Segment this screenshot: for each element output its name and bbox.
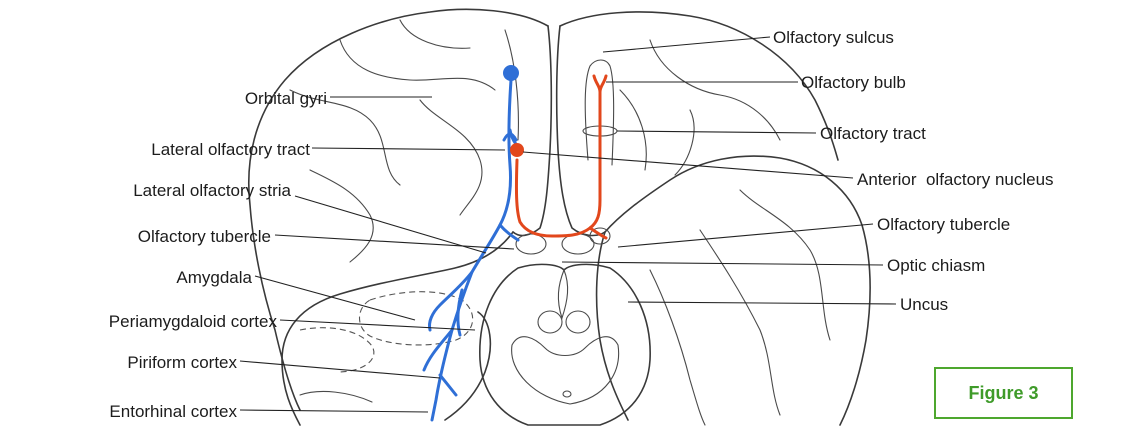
label-olfactory-tract: Olfactory tract <box>820 124 926 143</box>
label-olfactory-sulcus: Olfactory sulcus <box>773 28 894 47</box>
label-optic-chiasm: Optic chiasm <box>887 256 985 275</box>
uncus-outline <box>597 232 628 420</box>
leader-lateral-olfactory-stria <box>295 196 486 253</box>
label-olfactory-tubercle-right: Olfactory tubercle <box>877 215 1010 234</box>
sulcus-line <box>650 40 780 140</box>
sulcus-line <box>300 391 372 402</box>
piriform-dashed-outline <box>300 328 374 372</box>
label-olfactory-bulb: Olfactory bulb <box>801 73 906 92</box>
label-olfactory-tubercle-left: Olfactory tubercle <box>138 227 271 246</box>
sulcus-line <box>650 270 705 425</box>
leader-olfactory-tubercle-right <box>618 224 873 247</box>
cerebral-aqueduct <box>563 391 571 397</box>
red-bulb-fork <box>594 76 606 92</box>
label-amygdala: Amygdala <box>176 268 252 287</box>
red-anterior-nucleus-dot <box>510 143 524 157</box>
sulcus-line <box>400 20 470 48</box>
gyri-details <box>290 20 830 425</box>
sulcus-line <box>700 230 780 415</box>
label-periamygdaloid-cortex: Periamygdaloid cortex <box>109 312 278 331</box>
blue-branch-periamygdaloid <box>458 290 462 335</box>
right-labels: Olfactory sulcus Olfactory bulb Olfactor… <box>773 28 1054 314</box>
leader-olfactory-tract <box>617 131 816 133</box>
label-piriform-cortex: Piriform cortex <box>127 353 237 372</box>
leader-amygdala <box>255 276 415 320</box>
label-entorhinal-cortex: Entorhinal cortex <box>109 402 237 421</box>
midbrain-cleft <box>558 270 567 318</box>
label-lateral-olfactory-tract: Lateral olfactory tract <box>151 140 310 159</box>
brainstem-outline <box>480 264 650 425</box>
label-anterior-olfactory-nucleus: Anterior olfactory nucleus <box>857 170 1054 189</box>
left-tubercle-oval <box>516 234 546 254</box>
leader-olfactory-sulcus <box>603 37 770 52</box>
figure-label-box: Figure 3 <box>934 367 1073 419</box>
leader-uncus <box>628 302 896 304</box>
label-lateral-olfactory-stria: Lateral olfactory stria <box>133 181 291 200</box>
label-uncus: Uncus <box>900 295 948 314</box>
leader-entorhinal-cortex <box>240 410 428 412</box>
figure-label: Figure 3 <box>968 383 1038 404</box>
sulcus-line <box>620 90 646 170</box>
sulcus-line <box>420 100 482 215</box>
label-orbital-gyri: Orbital gyri <box>245 89 327 108</box>
right-cerebral-peduncle <box>566 311 590 333</box>
left-hemisphere-outline <box>249 9 548 410</box>
blue-olfactory-tract-line <box>432 80 511 420</box>
blue-branch-entorhinal <box>440 375 456 395</box>
leader-olfactory-tubercle-left <box>275 235 514 249</box>
leader-periamygdaloid-cortex <box>280 320 475 330</box>
right-frontal-lobe-inner <box>557 26 605 235</box>
left-labels: Orbital gyri Lateral olfactory tract Lat… <box>109 89 327 421</box>
blue-branch-amygdala <box>429 272 472 330</box>
leader-lateral-olfactory-tract <box>312 148 505 150</box>
leader-piriform-cortex <box>240 361 440 378</box>
sulcus-line <box>340 40 495 90</box>
blue-olfactory-pathway <box>424 65 520 420</box>
midbrain-inner-contour <box>512 337 619 404</box>
left-cerebral-peduncle <box>538 311 562 333</box>
